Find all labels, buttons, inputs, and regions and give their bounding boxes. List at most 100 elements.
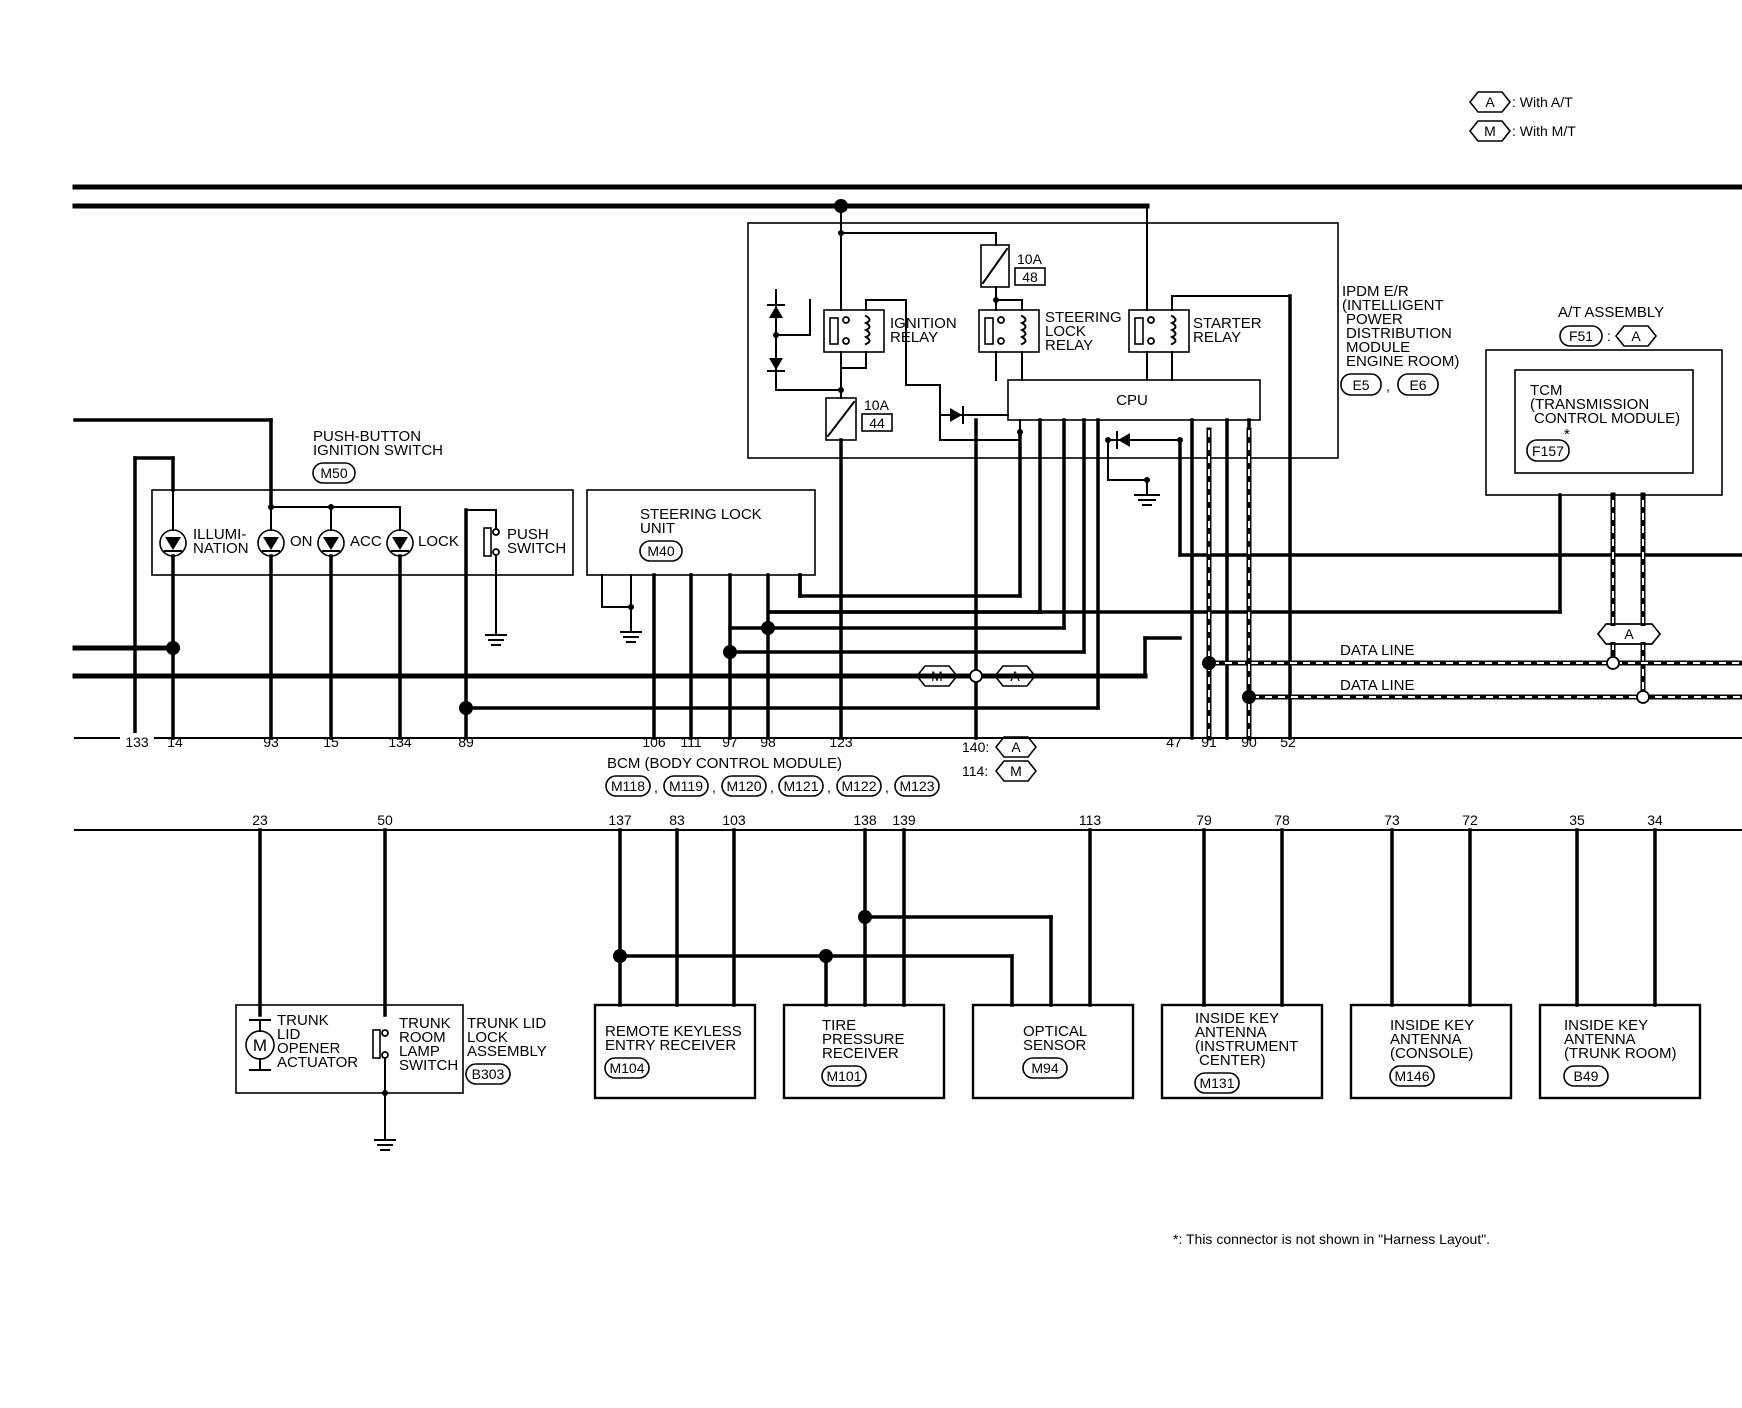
optical-sensor: OPTICAL SENSOR M94 — [971, 1003, 1135, 1100]
data-line-label-1: DATA LINE — [1340, 642, 1414, 659]
legend-mt-label: : With M/T — [1512, 123, 1576, 139]
svg-text:LOCK: LOCK — [1045, 323, 1086, 340]
svg-text:PRESSURE: PRESSURE — [822, 1031, 905, 1048]
lower-pin-138: 138 — [853, 812, 877, 828]
svg-text:UNIT: UNIT — [640, 520, 675, 537]
lower-pin-103: 103 — [722, 812, 746, 828]
lower-pin-73: 73 — [1384, 812, 1400, 828]
ipdm-connector-e6 — [1397, 373, 1439, 396]
svg-text:,: , — [827, 779, 831, 795]
svg-text:ENTRY RECEIVER: ENTRY RECEIVER — [605, 1037, 736, 1054]
lower-pin-35: 35 — [1569, 812, 1585, 828]
svg-text:TRUNK: TRUNK — [277, 1012, 329, 1029]
svg-text:ANTENNA: ANTENNA — [1390, 1031, 1462, 1048]
svg-text:(TRUNK ROOM): (TRUNK ROOM) — [1564, 1045, 1677, 1062]
svg-text:*: * — [1564, 426, 1570, 443]
ipdm-connector-e5 — [1340, 373, 1382, 396]
acc-led: ACC — [317, 529, 382, 557]
svg-text:IGNITION SWITCH: IGNITION SWITCH — [313, 442, 443, 459]
ipdm-line-4: DISTRIBUTION — [1346, 325, 1452, 342]
trunk-room-switch-icon — [372, 1029, 381, 1059]
remote-keyless-entry-receiver: REMOTE KEYLESS ENTRY RECEIVER M104 — [593, 1003, 757, 1100]
data-lines: DATA LINE DATA LINE — [1202, 427, 1742, 741]
ipdm-box — [747, 222, 1339, 459]
upper-pin-123: 123 — [829, 734, 853, 750]
svg-text:STEERING LOCK: STEERING LOCK — [640, 506, 762, 523]
upper-pin-93: 93 — [263, 734, 279, 750]
svg-text:M118: M118 — [611, 778, 645, 794]
at-assembly-box — [1485, 349, 1723, 496]
svg-text:M104: M104 — [609, 1060, 644, 1076]
lower-pin-23: 23 — [252, 812, 268, 828]
svg-text:RECEIVER: RECEIVER — [822, 1045, 899, 1062]
svg-text:M122: M122 — [841, 778, 876, 794]
svg-text:ANTENNA: ANTENNA — [1195, 1024, 1267, 1041]
lower-pin-113: 113 — [1079, 812, 1102, 828]
svg-text::: : — [1607, 328, 1611, 344]
trunk-lid-connector — [465, 1063, 511, 1085]
inside-key-antenna-trunk-room: INSIDE KEY ANTENNA (TRUNK ROOM) B49 — [1538, 1003, 1702, 1100]
upper-pin-90: 90 — [1241, 734, 1257, 750]
steering-lock-unit-connector — [639, 540, 683, 562]
data-line-label-2: DATA LINE — [1340, 677, 1414, 694]
svg-text:,: , — [712, 779, 716, 795]
svg-text:STEERING: STEERING — [1045, 309, 1122, 326]
svg-text:LOCK: LOCK — [418, 533, 459, 550]
switch-connector — [312, 462, 356, 484]
at-assembly: A/T ASSEMBLY F51 : A TCM (TRANSMISSION C… — [768, 304, 1723, 700]
svg-text:A: A — [1631, 328, 1641, 344]
svg-text:M146: M146 — [1394, 1068, 1429, 1084]
svg-text:REMOTE KEYLESS: REMOTE KEYLESS — [605, 1023, 742, 1040]
svg-text:M119: M119 — [669, 778, 703, 794]
upper-pin-133-label: 133 — [125, 734, 149, 750]
lower-pin-79: 79 — [1196, 812, 1212, 828]
ignition-relay-line-2: RELAY — [890, 329, 938, 346]
svg-text:RELAY: RELAY — [1193, 329, 1241, 346]
svg-text:LOCK: LOCK — [467, 1029, 508, 1046]
ipdm-line-5: MODULE — [1346, 339, 1410, 356]
upper-pin-14: 14 — [167, 734, 183, 750]
svg-text:(TRANSMISSION: (TRANSMISSION — [1530, 396, 1649, 413]
switch-feed-wires — [72, 418, 1182, 740]
tire-pressure-receiver: TIRE PRESSURE RECEIVER M101 — [782, 1003, 946, 1100]
svg-text:ASSEMBLY: ASSEMBLY — [467, 1043, 547, 1060]
svg-text:OPENER: OPENER — [277, 1040, 341, 1057]
svg-text:48: 48 — [1022, 269, 1038, 285]
cpu-box — [1007, 379, 1261, 421]
svg-text:F51: F51 — [1569, 328, 1593, 344]
svg-text:TCM: TCM — [1530, 382, 1563, 399]
svg-text:M123: M123 — [899, 778, 934, 794]
svg-text:CENTER): CENTER) — [1199, 1052, 1266, 1069]
upper-pin-91: 91 — [1201, 734, 1217, 750]
svg-text:INSIDE KEY: INSIDE KEY — [1390, 1017, 1474, 1034]
svg-text:CONTROL MODULE): CONTROL MODULE) — [1534, 410, 1680, 427]
svg-text:RELAY: RELAY — [1045, 337, 1093, 354]
svg-text:PUSH: PUSH — [507, 526, 549, 543]
svg-text:10A: 10A — [1017, 251, 1043, 267]
trunk-lid-lock-assembly: M TRUNK LID OPENER ACTUATOR TRUNK ROOM L… — [235, 1004, 547, 1151]
svg-text:TIRE: TIRE — [822, 1017, 856, 1034]
bcm-upper-pin-labels: 133 14 93 15 134 89 106 111 97 98 123 47… — [125, 734, 1296, 750]
svg-text:M131: M131 — [1199, 1075, 1234, 1091]
lower-pin-34: 34 — [1647, 812, 1663, 828]
upper-pin-111: 111 — [680, 734, 701, 750]
ipdm-line-2: (INTELLIGENT — [1342, 297, 1444, 314]
svg-text:ON: ON — [290, 533, 313, 550]
svg-text:F157: F157 — [1532, 443, 1564, 459]
svg-text:,: , — [654, 779, 658, 795]
motor-symbol: M — [253, 1036, 267, 1055]
tcm-box — [1514, 369, 1694, 474]
upper-pin-106: 106 — [642, 734, 666, 750]
lower-pin-78: 78 — [1274, 812, 1290, 828]
lower-pin-50: 50 — [377, 812, 393, 828]
bcm-title: BCM (BODY CONTROL MODULE) — [607, 755, 842, 772]
svg-text:SWITCH: SWITCH — [399, 1057, 458, 1074]
svg-text:B49: B49 — [1574, 1068, 1599, 1084]
lower-pin-137: 137 — [608, 812, 632, 828]
svg-text:E6: E6 — [1409, 377, 1426, 393]
illumination-led: ILLUMI- NATION — [159, 526, 249, 557]
bus-marker-m: M — [931, 668, 943, 684]
lower-wires — [258, 828, 1657, 1017]
svg-text:ILLUMI-: ILLUMI- — [193, 526, 246, 543]
legend-at-code: A — [1485, 94, 1495, 110]
